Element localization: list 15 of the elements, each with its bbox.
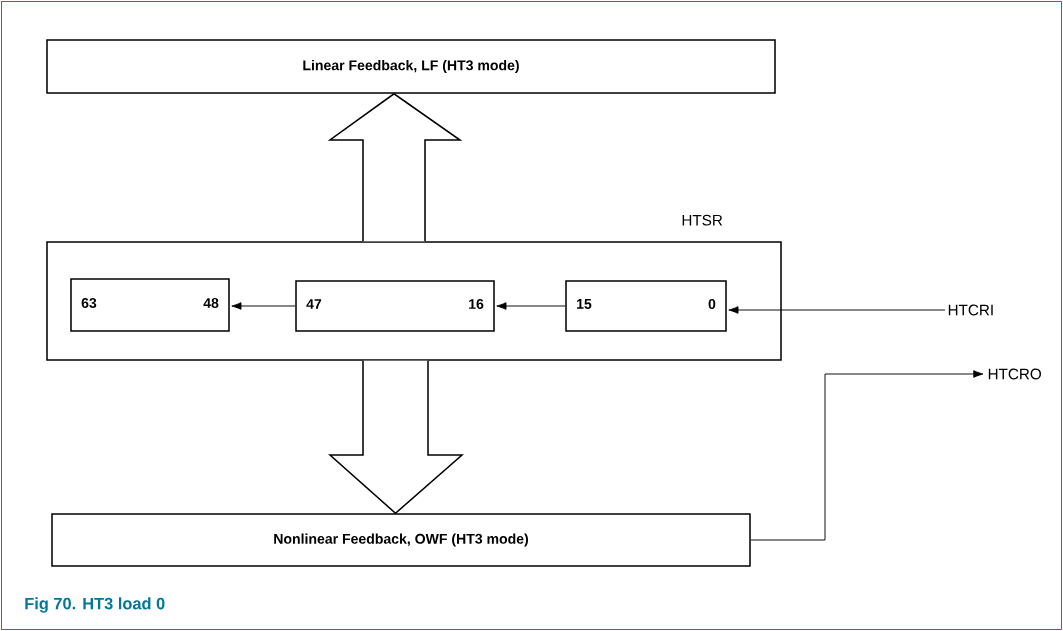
block-arrow xyxy=(327,92,463,242)
arrow xyxy=(496,302,566,310)
register-box: 15 0 xyxy=(565,280,727,332)
figure-caption: Fig 70. HT3 load 0 xyxy=(25,597,165,613)
register-box: 47 16 xyxy=(295,280,495,332)
feedback-box: Nonlinear Feedback, OWF (HT3 mode) xyxy=(51,513,751,567)
signal-name: HTCRI xyxy=(948,304,993,316)
feedback-box: Linear Feedback, LF (HT3 mode) xyxy=(46,39,776,94)
arrow xyxy=(750,370,984,541)
register-box: 63 48 xyxy=(70,278,230,332)
block-arrow xyxy=(328,360,465,515)
arrow xyxy=(728,306,946,314)
arrow xyxy=(231,302,296,310)
signal-name: HTCRO xyxy=(988,368,1041,380)
register-name: HTSR xyxy=(682,214,723,226)
